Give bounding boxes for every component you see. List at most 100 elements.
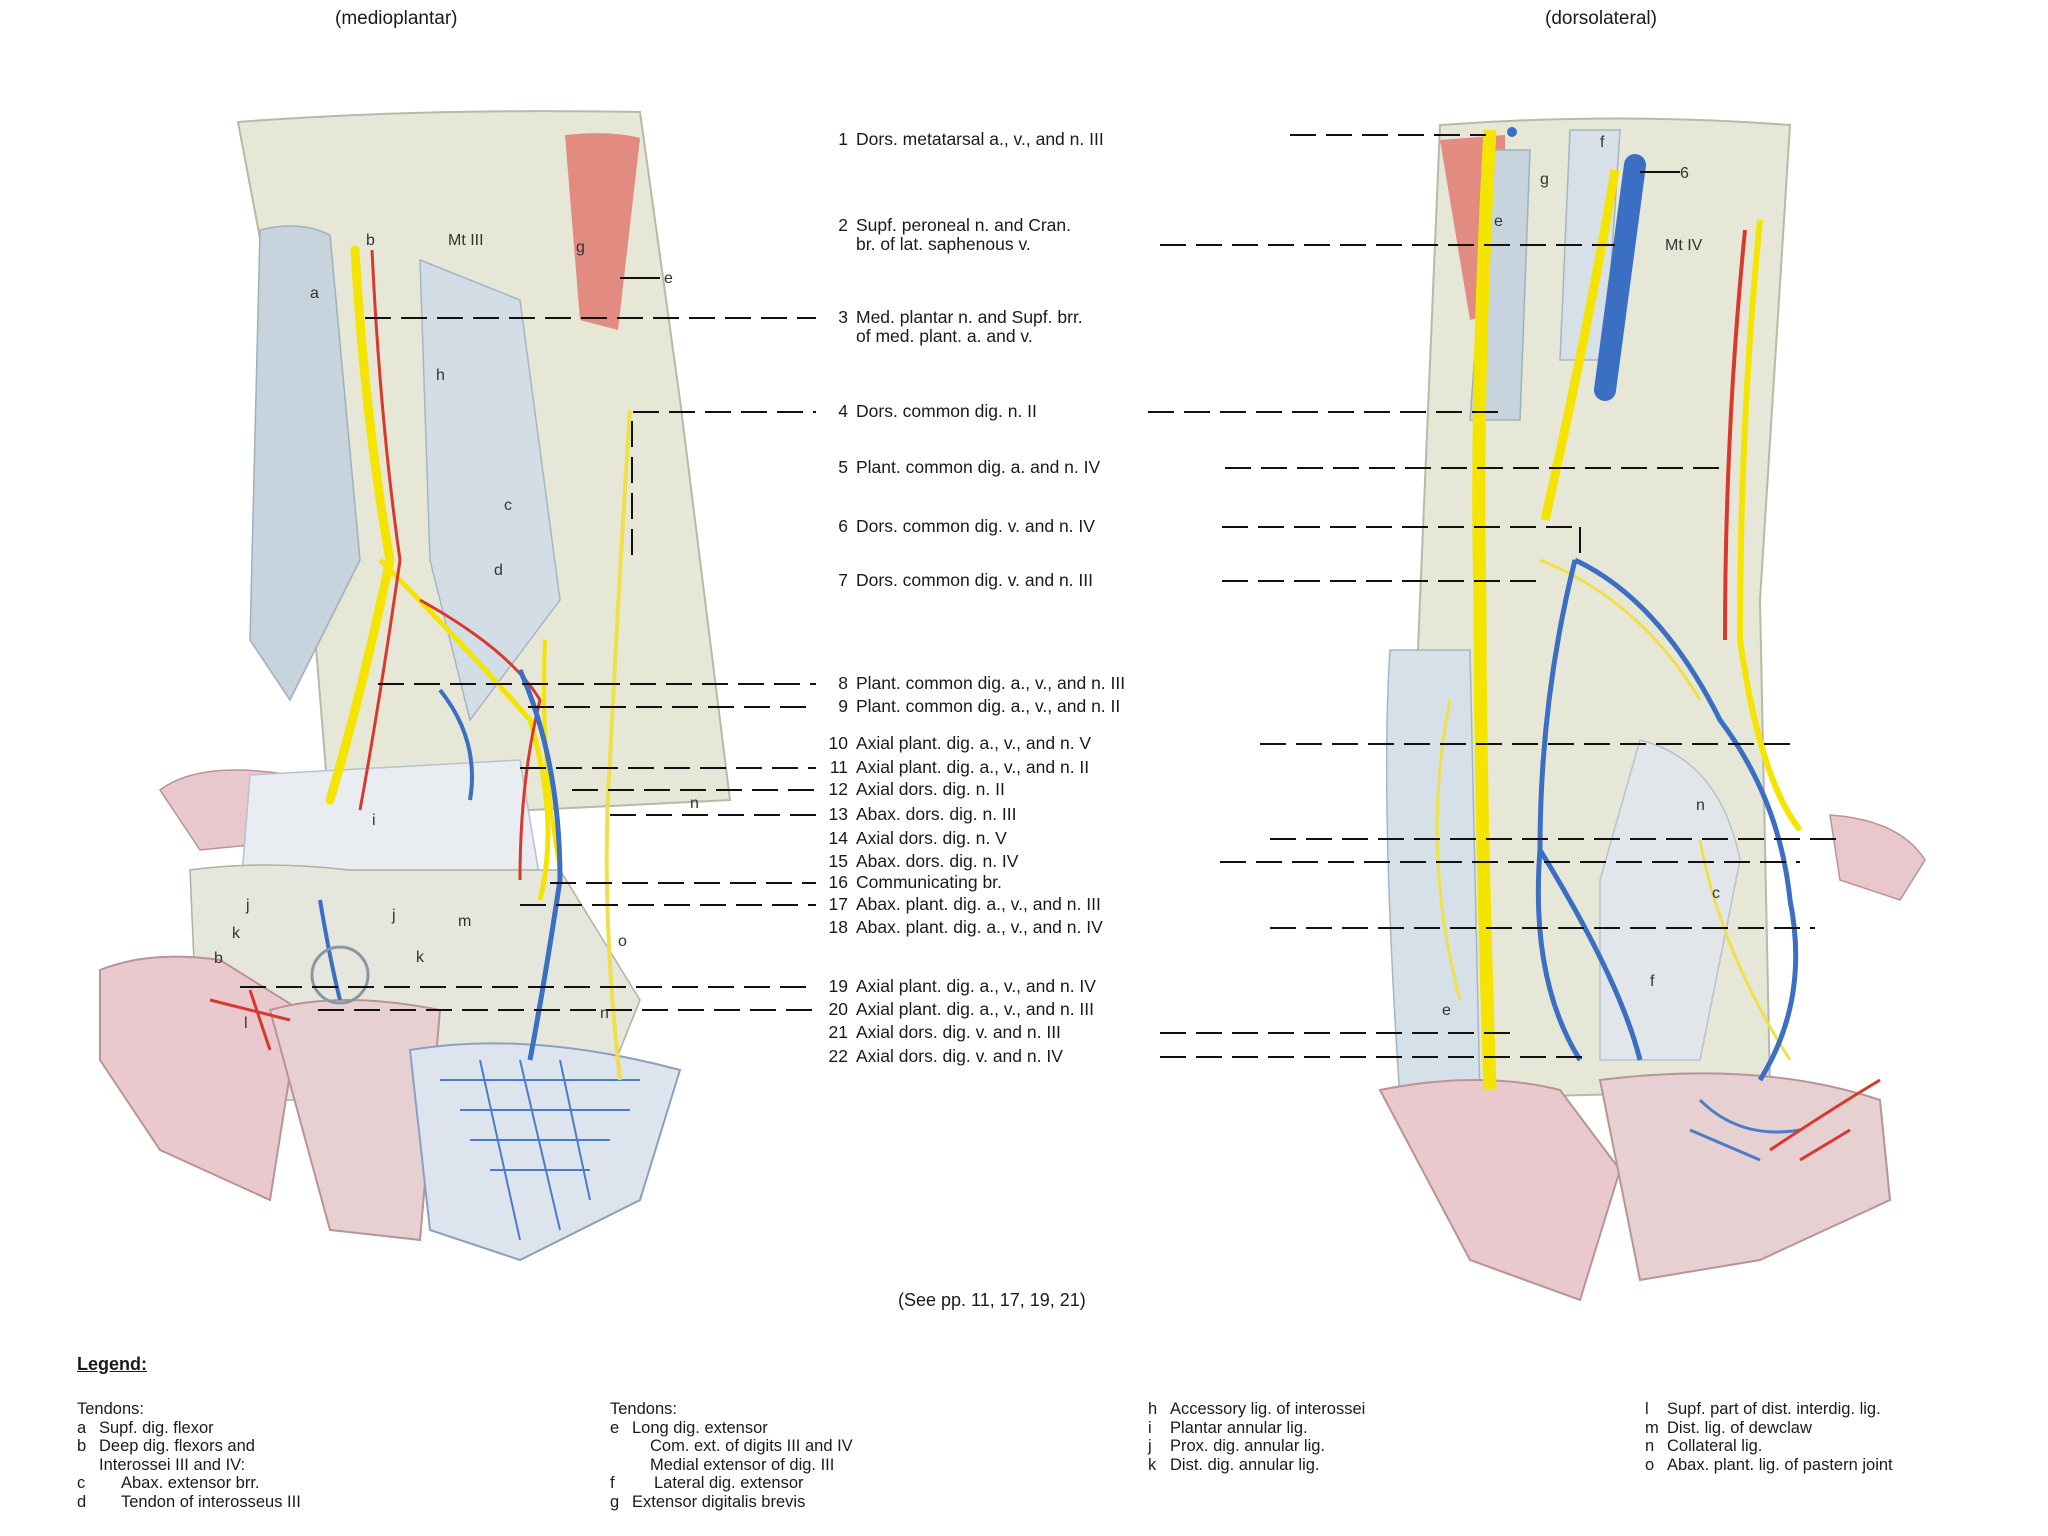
right-vein-main	[1594, 154, 1646, 401]
right-view-title: (dorsolateral)	[1545, 8, 1657, 29]
left-nerve-medial	[325, 245, 395, 805]
right-collateral-n	[1599, 739, 1741, 1061]
letter-f-right: f	[1600, 134, 1605, 151]
letter-e-low: e	[1442, 1002, 1451, 1019]
left-artery	[358, 249, 402, 811]
right-nerve-branches	[1435, 558, 1792, 1061]
letter-j-mid: j	[391, 907, 396, 924]
letter-n-low: n	[600, 1005, 609, 1022]
legend-item-e-cont1: Com. ext. of digits III and IV	[650, 1437, 853, 1455]
legend-heading: Tendons:	[77, 1400, 144, 1418]
left-hoof-lateral	[408, 1042, 682, 1262]
letter-o: o	[618, 933, 627, 950]
left-vein	[517, 668, 563, 1061]
letter-g: g	[576, 239, 585, 256]
right-nerve-lateral	[1736, 219, 1803, 832]
left-vein-network	[440, 1059, 640, 1241]
left-view-title: (medioplantar)	[335, 8, 458, 29]
letter-e-right: e	[1494, 213, 1503, 230]
letter-mt4: Mt IV	[1665, 237, 1703, 254]
figure-letters: a b Mt III g e h c d i n j k j m o k b l…	[214, 134, 1720, 1032]
letter-i: i	[372, 812, 376, 829]
letter-c: c	[504, 497, 512, 514]
letter-e: e	[664, 270, 673, 287]
right-vein-sole	[1689, 1098, 1801, 1162]
left-artery-branch	[419, 598, 542, 881]
leader-4	[631, 411, 1505, 555]
right-artery-digit	[1769, 1078, 1881, 1162]
letter-n-right: n	[1696, 797, 1705, 814]
letter-a: a	[310, 285, 319, 302]
left-nerve-lateral	[604, 409, 632, 1081]
letter-mt3: Mt III	[448, 232, 484, 249]
legend-heading: Tendons:	[610, 1400, 677, 1418]
left-muscle-g	[565, 133, 640, 330]
leader-lines	[240, 134, 1840, 1058]
letter-g-right: g	[1540, 171, 1549, 188]
right-artery	[1723, 229, 1747, 641]
left-tendon-a	[249, 225, 361, 702]
left-vein-digit	[318, 899, 342, 1001]
letter-k-left: k	[232, 925, 241, 942]
letter-f-low: f	[1650, 973, 1655, 990]
letter-h: h	[436, 367, 445, 384]
letter-6: 6	[1680, 165, 1689, 182]
right-blue-dot-top	[1507, 127, 1517, 137]
letter-j-left: j	[245, 897, 250, 914]
letter-b-low: b	[214, 950, 223, 967]
letter-k-mid: k	[416, 949, 425, 966]
left-hoof-medial	[99, 955, 302, 1202]
right-hoof-right	[1598, 1072, 1892, 1282]
legend-item-b-cont: Interossei III and IV:	[99, 1455, 246, 1474]
left-dist-interdig-ring	[310, 945, 370, 1005]
letter-c-right: c	[1712, 885, 1720, 902]
left-vein-branch	[438, 688, 474, 801]
right-hoof-left	[1378, 1079, 1622, 1302]
see-pages-note: (See pp. 11, 17, 19, 21)	[898, 1290, 1086, 1310]
left-artery-digit	[209, 989, 291, 1051]
letter-b: b	[366, 232, 375, 249]
right-nerve-main	[1472, 129, 1497, 1091]
legend-title: Legend:	[77, 1354, 147, 1374]
letter-l: l	[244, 1015, 248, 1032]
left-hoof-sole	[268, 999, 442, 1242]
